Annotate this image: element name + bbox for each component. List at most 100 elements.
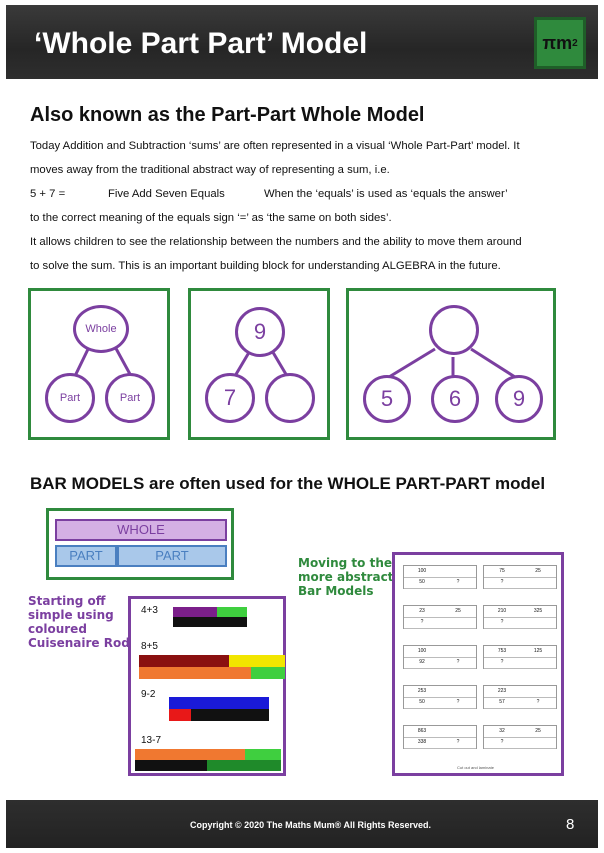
card-cell: 338 [404,737,440,749]
label-line: simple using [28,608,114,622]
card-cell: 753 [484,646,520,658]
card-cell: ? [440,577,476,589]
paragraph-line-3: to the correct meaning of the equals sig… [30,212,392,224]
rod-orange [135,749,245,760]
rod-label: 9-2 [141,689,156,700]
cuisenaire-rods-panel: 4+3 8+5 9-2 13-7 [128,596,286,776]
logo-text: πm [542,32,573,53]
part-circle-left: Part [45,373,95,423]
rod-light-green [217,607,247,617]
rod-purple [173,607,217,617]
card-cell: 92 [404,657,440,669]
card-cell [440,646,476,658]
whole-three-parts-diagram: 5 6 9 [346,288,556,440]
part-circle-right: Part [105,373,155,423]
card-cell: ? [520,697,556,709]
card-cell: 75 [484,566,520,578]
whole-circle [429,305,479,355]
card-cell: 223 [484,686,520,698]
card-cell: ? [484,657,520,669]
card-cell: 210 [484,606,520,618]
label-line: more abstract [298,570,394,584]
rod-light-green [245,749,281,760]
whole-bar: WHOLE [55,519,227,541]
footer-banner: Copyright © 2020 The Maths Mum® All Righ… [6,800,598,848]
card-cell: 863 [404,726,440,738]
copyright-text: Copyright © 2020 The Maths Mum® All Righ… [190,820,431,830]
part-circle-right [265,373,315,423]
rod-label: 8+5 [141,641,158,652]
label-line: Cuisenaire Rods [28,636,137,650]
bar-model: WHOLE PART PART [46,508,234,580]
rod-orange [139,667,251,679]
page-number: 8 [566,816,575,833]
card-cell [440,726,476,738]
paragraph-line-5: to solve the sum. This is an important b… [30,260,501,272]
card-cell: 25 [520,726,556,738]
card-cell: 325 [520,606,556,618]
whole-circle: Whole [73,305,129,353]
paragraph-line-2: moves away from the traditional abstract… [30,164,390,176]
card-cell: ? [404,617,440,629]
part-circle-1: 5 [363,375,411,423]
label-line: Starting off [28,594,106,608]
paragraph-line-1: Today Addition and Subtraction ‘sums’ ar… [30,140,520,152]
page-title: ‘Whole Part Part’ Model [34,27,368,60]
rod-black [173,617,247,627]
part-bar-2: PART [117,545,227,567]
connector-lines [388,347,516,379]
card-cell: ? [440,737,476,749]
card-cell: 100 [404,566,440,578]
rod-black [135,760,207,771]
label-line: Moving to the [298,556,393,570]
card-cell: ? [484,617,520,629]
card-cell: ? [484,737,520,749]
bar-models-heading: BAR MODELS are often used for the WHOLE … [30,474,546,493]
rod-red [169,709,191,721]
card-cell: ? [484,577,520,589]
card-cell: 100 [404,646,440,658]
card-cell: 32 [484,726,520,738]
card-cell: 125 [520,646,556,658]
card-cell: 23 [404,606,440,618]
label-line: Bar Models [298,584,374,598]
card-cell: ? [440,657,476,669]
whole-part-part-diagram-words: Whole Part Part [28,288,170,440]
part-circle-2: 6 [431,375,479,423]
card-cell: ? [440,697,476,709]
rod-dark-green [207,760,281,771]
example-sum: 5 + 7 = [30,188,66,200]
part-bar-1: PART [55,545,117,567]
rod-label: 13-7 [141,735,162,746]
logo-superscript: 2 [572,37,578,49]
card-cell [520,657,556,669]
label-abstract: Moving to the more abstract Bar Models [298,556,393,598]
card-cell [440,686,476,698]
section-subtitle: Also known as the Part-Part Whole Model [30,104,425,126]
rod-black [191,709,269,721]
card-cell: 50 [404,577,440,589]
card-cell: 57 [484,697,520,709]
card-cell: 253 [404,686,440,698]
card-cell: 25 [440,606,476,618]
paragraph-line-4: It allows children to see the relationsh… [30,236,522,248]
card-cell [520,686,556,698]
rod-label: 4+3 [141,605,158,616]
whole-part-part-diagram-numbers: 9 7 [188,288,330,440]
example-words: Five Add Seven Equals [108,188,225,200]
card-cell [520,577,556,589]
part-circle-3: 9 [495,375,543,423]
card-cell [440,617,476,629]
part-circle-left: 7 [205,373,255,423]
